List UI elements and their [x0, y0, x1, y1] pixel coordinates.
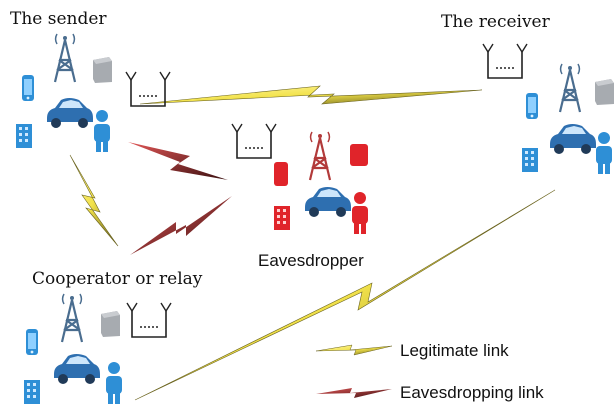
- receiver-node: [482, 43, 614, 174]
- antenna-icon: [125, 71, 171, 107]
- sender-label: The sender: [10, 9, 107, 29]
- legitimate-link-relay-receiver: [134, 189, 556, 401]
- relay-node: [24, 292, 172, 404]
- phone-icon: [274, 162, 288, 186]
- building-icon: [16, 124, 32, 148]
- antenna-icon: [482, 43, 528, 79]
- person-icon: [94, 110, 110, 152]
- eavesdropper-node: [231, 123, 368, 234]
- legitimate-link-sender-receiver: [139, 85, 483, 105]
- person-icon: [352, 192, 368, 234]
- person-icon: [106, 362, 122, 404]
- building-icon: [24, 380, 40, 404]
- legend: Legitimate link Eavesdropping link: [315, 341, 544, 402]
- legitimate-link-sender-relay: [69, 154, 119, 247]
- car-icon: [550, 124, 596, 154]
- tower-icon: [53, 32, 77, 84]
- eavesdropper-label: Eavesdropper: [258, 251, 364, 270]
- legend-legitimate-label: Legitimate link: [400, 341, 509, 360]
- building-icon: [522, 148, 538, 172]
- router-icon: [595, 79, 614, 105]
- sender-node: [16, 32, 171, 152]
- antenna-icon: [126, 302, 172, 338]
- legend-eavesdropping-bolt: [316, 388, 392, 398]
- person-icon: [596, 132, 612, 174]
- car-icon: [305, 187, 351, 217]
- phone-icon: [22, 75, 34, 101]
- building-icon: [274, 206, 290, 230]
- router-icon: [93, 57, 112, 83]
- legend-legitimate-bolt: [315, 344, 393, 356]
- tower-icon: [558, 62, 582, 114]
- car-icon: [54, 354, 100, 384]
- car-icon: [47, 98, 93, 128]
- receiver-label: The receiver: [441, 12, 551, 32]
- phone-icon: [26, 329, 38, 355]
- phone-icon: [526, 93, 538, 119]
- tower-icon: [308, 130, 332, 182]
- cooperator-label: Cooperator or relay: [32, 269, 203, 289]
- eavesdropping-link-relay: [130, 196, 232, 255]
- router-icon: [101, 311, 120, 337]
- eavesdropping-link-sender: [128, 142, 228, 180]
- legend-eavesdropping-label: Eavesdropping link: [400, 383, 544, 402]
- antenna-icon: [231, 123, 277, 159]
- tower-icon: [60, 292, 84, 344]
- router-icon: [350, 144, 368, 166]
